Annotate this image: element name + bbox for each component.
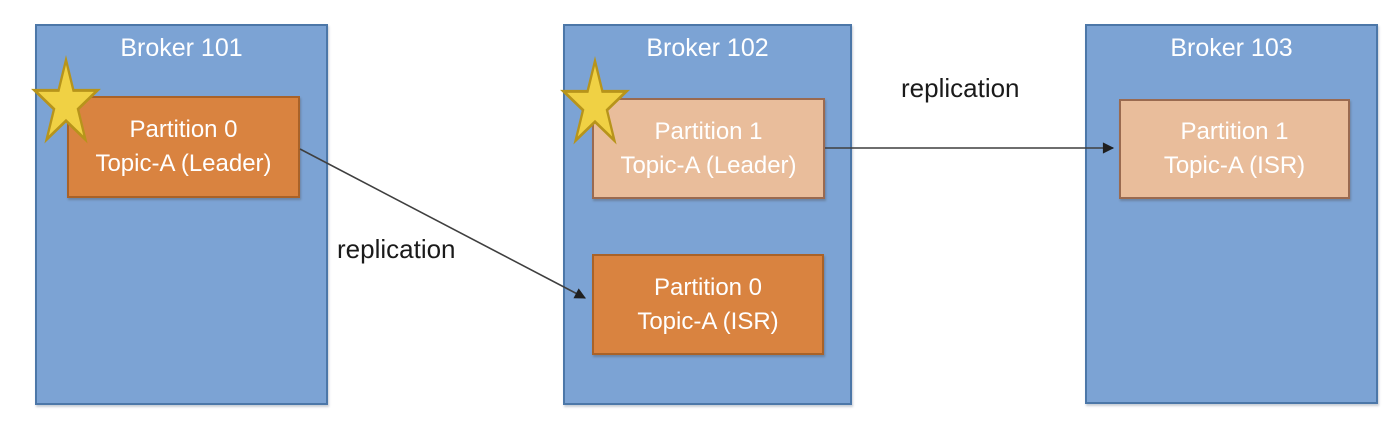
broker-103-title: Broker 103	[1170, 34, 1293, 62]
broker-101-box: Broker 101 Partition 0 Topic-A (Leader)	[35, 24, 328, 405]
leader-star-icon	[560, 56, 630, 145]
partition-name: Partition 1	[654, 117, 763, 145]
broker-102-title: Broker 102	[646, 34, 769, 62]
partition-name: Partition 0	[129, 116, 238, 143]
partition-1-topic-a-leader-box: Partition 1 Topic-A (Leader)	[592, 98, 825, 199]
partition-name: Partition 0	[653, 273, 763, 301]
partition-0-topic-a-leader-box: Partition 0 Topic-A (Leader)	[67, 96, 300, 198]
leader-star-icon	[31, 55, 101, 144]
partition-topic: Topic-A (ISR)	[637, 307, 779, 335]
broker-101-title: Broker 101	[120, 34, 243, 62]
partition-name: Partition 1	[1180, 118, 1289, 145]
partition-topic: Topic-A (Leader)	[95, 150, 272, 177]
partition-topic: Topic-A (Leader)	[620, 151, 797, 179]
replication-arrow-101-to-102	[299, 148, 586, 299]
partition-0-topic-a-isr-box: Partition 0 Topic-A (ISR)	[592, 254, 824, 355]
broker-103-box: Broker 103 Partition 1 Topic-A (ISR)	[1085, 24, 1378, 404]
broker-102-box: Broker 102 Partition 1 Topic-A (Leader) …	[563, 24, 852, 405]
replication-label-1: replication	[337, 234, 456, 264]
partition-1-topic-a-isr-box: Partition 1 Topic-A (ISR)	[1119, 99, 1350, 199]
replication-label-2: replication	[901, 73, 1020, 103]
partition-topic: Topic-A (ISR)	[1163, 152, 1306, 179]
